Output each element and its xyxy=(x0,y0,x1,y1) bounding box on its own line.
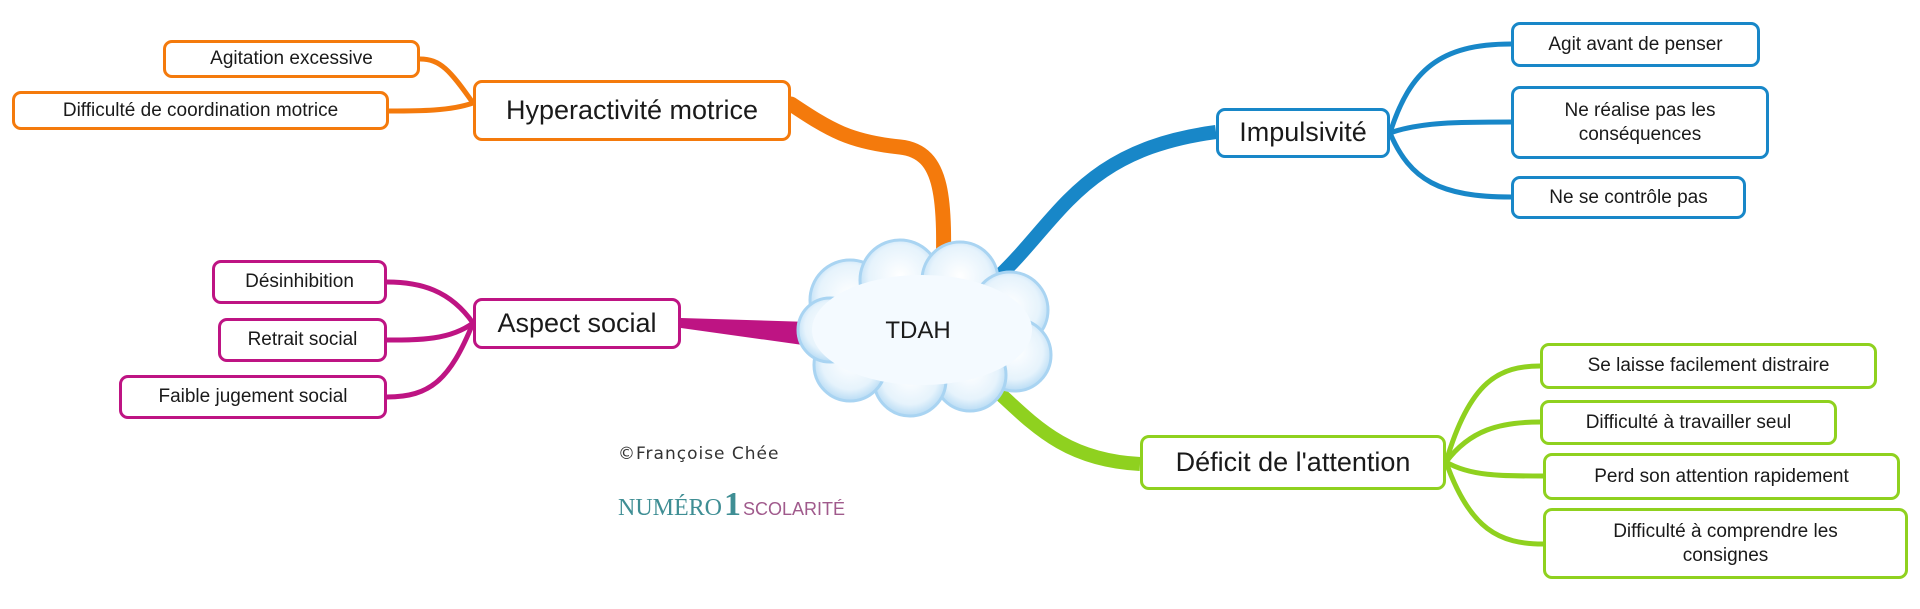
link-coordination xyxy=(386,100,476,114)
branch-attention xyxy=(980,374,1141,471)
node-controle[interactable]: Ne se contrôle pas xyxy=(1511,176,1746,219)
link-travailler xyxy=(1443,419,1543,465)
link-distraire xyxy=(1443,363,1543,465)
node-agitation[interactable]: Agitation excessive xyxy=(163,40,420,78)
node-jugement[interactable]: Faible jugement social xyxy=(119,375,387,419)
node-travailler[interactable]: Difficulté à travailler seul xyxy=(1540,400,1837,445)
link-agit xyxy=(1387,41,1514,136)
node-impulsivite[interactable]: Impulsivité xyxy=(1216,108,1390,158)
link-comprendre xyxy=(1443,459,1546,547)
node-retrait[interactable]: Retrait social xyxy=(218,318,387,362)
node-social[interactable]: Aspect social xyxy=(473,298,681,349)
branch-impulsivite xyxy=(990,125,1217,286)
node-agit[interactable]: Agit avant de penser xyxy=(1511,22,1760,67)
branch-hyperactivite xyxy=(783,96,952,293)
node-hyperactivite[interactable]: Hyperactivité motrice xyxy=(473,80,791,141)
link-perd xyxy=(1443,459,1546,479)
logo-numero: NUMÉRO xyxy=(618,495,723,521)
logo-scolarite: SCOLARITÉ xyxy=(743,499,846,519)
link-realise xyxy=(1387,119,1514,136)
link-controle xyxy=(1387,130,1514,200)
branch-social xyxy=(681,318,810,346)
link-jugement xyxy=(384,320,476,400)
node-distraire[interactable]: Se laisse facilement distraire xyxy=(1540,343,1877,389)
link-agitation xyxy=(417,56,476,106)
node-attention[interactable]: Déficit de l'attention xyxy=(1140,435,1446,490)
link-retrait xyxy=(384,320,476,343)
node-perd[interactable]: Perd son attention rapidement xyxy=(1543,453,1900,500)
node-desinhibition[interactable]: Désinhibition xyxy=(212,260,387,304)
link-desinhibition xyxy=(384,279,476,326)
copyright: ©Françoise Chée xyxy=(618,444,780,464)
center-node[interactable]: TDAH xyxy=(885,317,951,344)
logo-one: 1 xyxy=(724,486,742,523)
node-coordination[interactable]: Difficulté de coordination motrice xyxy=(12,91,389,130)
numero1-logo: NUMÉRO 1 SCOLARITÉ xyxy=(618,486,845,524)
node-realise[interactable]: Ne réalise pas les conséquences xyxy=(1511,86,1769,159)
node-comprendre[interactable]: Difficulté à comprendre les consignes xyxy=(1543,508,1908,579)
